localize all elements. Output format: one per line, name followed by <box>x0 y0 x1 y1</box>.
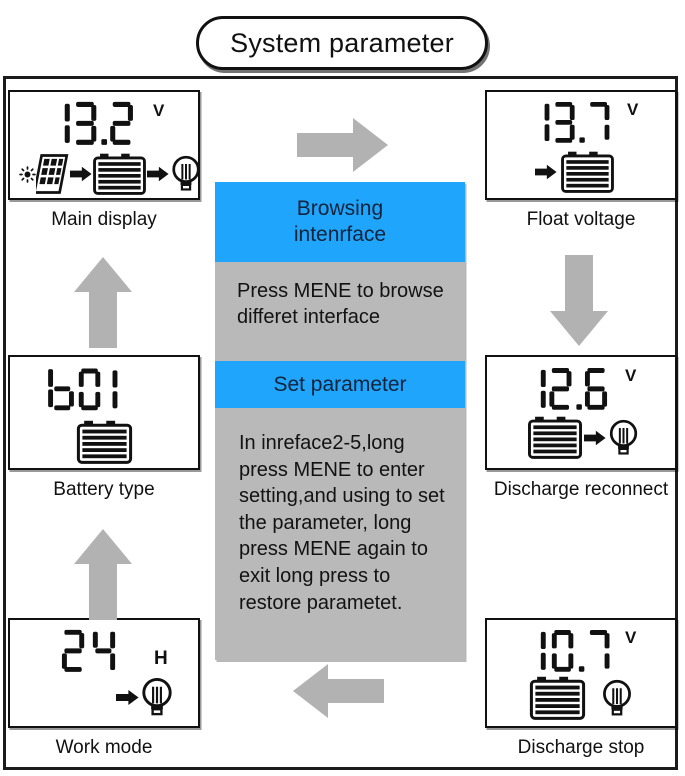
lcd-value-discharge-reconnect: V <box>531 366 636 413</box>
display-card-discharge-stop: V <box>485 618 677 759</box>
lcd-value-discharge-stop: V <box>531 628 636 675</box>
display-caption-discharge-reconnect: Discharge reconnect <box>493 479 669 500</box>
seven-segment-digits <box>544 102 610 143</box>
display-card-battery-type: Battery type <box>8 355 200 501</box>
lcd-iconrow-discharge-reconnect <box>527 415 640 465</box>
display-caption-work-mode: Work mode <box>55 737 153 758</box>
lcd-screen-discharge-reconnect: V <box>485 355 677 470</box>
solar-panel-icon <box>32 153 70 200</box>
set-parameter-label: Set parameter <box>273 372 407 396</box>
arrow-left-up-lower <box>72 528 134 620</box>
battery-icon <box>527 415 583 465</box>
arrow-bottom-left <box>292 662 384 720</box>
long-press-band: In inreface2-5,long press MENE to enter … <box>215 408 465 660</box>
bulb-icon <box>600 678 634 724</box>
lcd-unit-main-display: V <box>153 101 165 120</box>
lcd-value-work-mode: H <box>58 628 168 675</box>
set-parameter-band: Set parameter <box>215 361 465 408</box>
arrow-right-icon <box>116 689 139 711</box>
long-press-text: In inreface2-5,long press MENE to enter … <box>239 432 445 614</box>
page-title: System parameter <box>196 16 488 70</box>
battery-icon <box>529 675 586 726</box>
lcd-unit-work-mode: H <box>154 648 168 669</box>
arrow-left-up-upper <box>72 256 134 348</box>
seven-segment-digits <box>540 368 608 410</box>
lcd-iconrow-battery-type <box>76 419 133 470</box>
lcd-screen-main-display: V <box>8 90 200 200</box>
display-card-work-mode: H Work mode <box>8 618 200 759</box>
lcd-screen-work-mode: H <box>8 618 200 728</box>
arrow-top-right <box>297 116 389 174</box>
bulb-icon <box>169 154 203 199</box>
lcd-unit-discharge-stop: V <box>625 628 637 647</box>
battery-icon <box>92 152 147 201</box>
lcd-iconrow-float-voltage <box>535 150 615 199</box>
lcd-screen-float-voltage: V <box>485 90 677 200</box>
display-card-discharge-reconnect: V <box>485 355 677 501</box>
arrow-right-icon <box>147 166 169 187</box>
page-title-text: System parameter <box>230 27 454 58</box>
battery-icon <box>76 419 133 470</box>
browsing-interface-band: Browsing intenrface <box>215 182 465 262</box>
lcd-iconrow-work-mode <box>116 676 175 724</box>
lcd-unit-discharge-reconnect: V <box>625 366 637 385</box>
bulb-icon <box>607 418 640 463</box>
lcd-value-float-voltage: V <box>535 100 638 146</box>
seven-segment-digits <box>540 630 610 672</box>
display-caption-float-voltage: Float voltage <box>526 209 636 230</box>
display-caption-discharge-stop: Discharge stop <box>517 737 645 758</box>
press-mene-band: Press MENE to browse differet interface <box>215 262 465 361</box>
lcd-screen-discharge-stop: V <box>485 618 677 728</box>
seven-segment-digits <box>61 629 116 672</box>
lcd-unit-float-voltage: V <box>627 100 639 119</box>
bulb-icon <box>139 676 175 724</box>
display-card-main-display: V <box>8 90 200 231</box>
press-mene-text: Press MENE to browse differet interface <box>237 280 444 328</box>
arrow-right-icon <box>70 166 92 187</box>
arrow-right-down <box>548 255 610 347</box>
lcd-value-main-display: V <box>54 100 164 148</box>
lcd-screen-battery-type <box>8 355 200 470</box>
browsing-interface-label: Browsing intenrface <box>293 196 387 246</box>
lcd-iconrow-main-display <box>19 152 200 201</box>
display-caption-main-display: Main display <box>51 209 157 230</box>
display-card-float-voltage: V Float vo <box>485 90 677 231</box>
arrow-right-icon <box>584 430 606 451</box>
display-caption-battery-type: Battery type <box>53 479 155 500</box>
instruction-panel: Browsing intenrface Press MENE to browse… <box>215 182 465 660</box>
sun-icon <box>19 165 36 188</box>
arrow-right-icon <box>535 164 557 185</box>
lcd-value-battery-type <box>42 366 134 414</box>
seven-segment-digits <box>48 368 118 411</box>
battery-icon <box>560 150 615 199</box>
seven-segment-digits <box>64 101 133 145</box>
lcd-iconrow-discharge-stop <box>529 675 634 726</box>
